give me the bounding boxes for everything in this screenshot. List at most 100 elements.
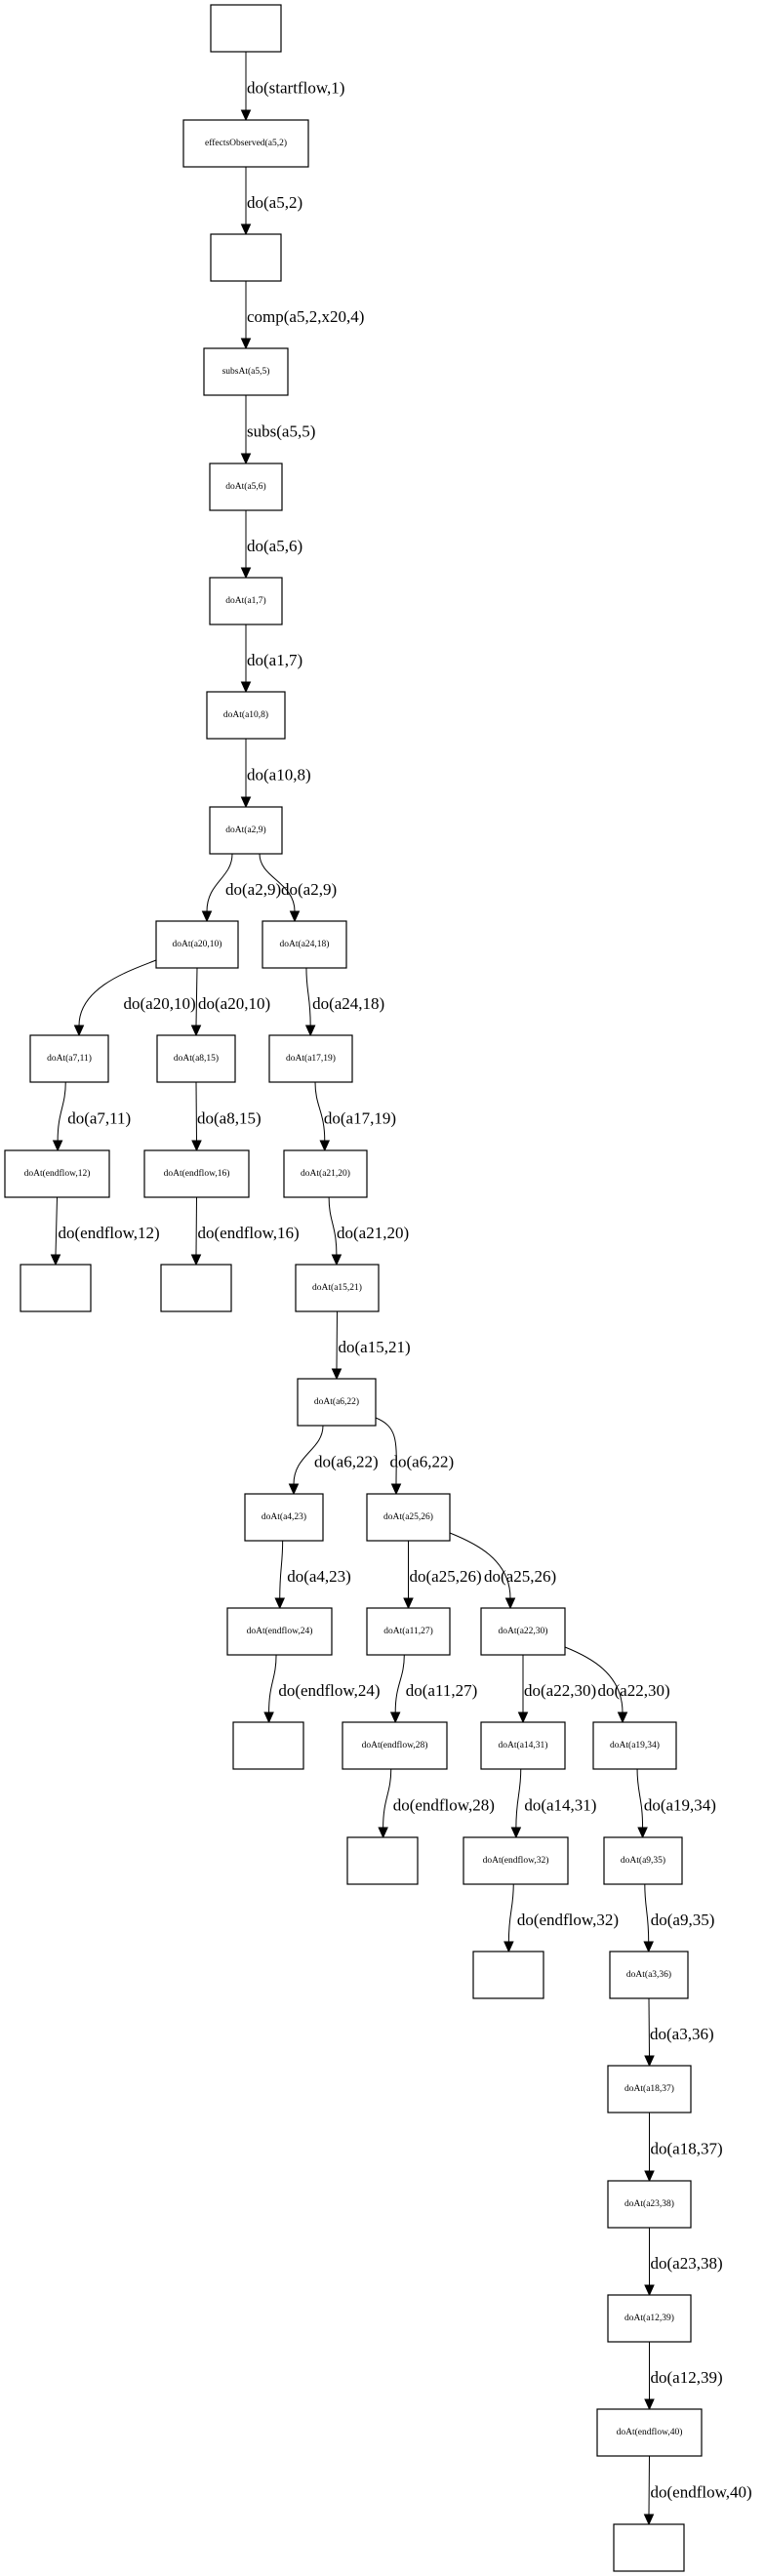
edge-label: do(a24,18)	[312, 994, 384, 1013]
arrowhead-icon	[390, 1483, 402, 1496]
node-box	[609, 1951, 689, 1999]
arrowhead-icon	[644, 2398, 655, 2411]
node-empty-state	[232, 1721, 304, 1770]
node-label: doAt(endflow,24)	[247, 1626, 313, 1636]
arrowhead-icon	[331, 1368, 342, 1381]
edge-do-a17-19: do(a17,19)	[314, 1081, 396, 1152]
node-doat-endflow-28: doAt(endflow,28)	[342, 1721, 448, 1770]
edge-line	[55, 1196, 58, 1256]
node-box	[203, 347, 289, 396]
edge-line	[293, 1425, 324, 1485]
edge-do-a14-31: do(a14,31)	[510, 1768, 596, 1839]
node-label: doAt(a14,31)	[499, 1740, 548, 1751]
node-box	[607, 2294, 692, 2343]
node-box	[472, 1951, 544, 1999]
edge-line	[375, 1417, 397, 1485]
edge-line	[564, 1646, 624, 1713]
node-label: doAt(a12,39)	[624, 2313, 674, 2323]
edge-line	[195, 967, 198, 1026]
edge-line	[636, 1768, 644, 1829]
node-box	[210, 4, 282, 53]
arrowhead-icon	[510, 1827, 522, 1839]
edge-do-a2-9: do(a2,9)	[201, 853, 281, 923]
edge-do-a20-10: do(a20,10)	[73, 959, 196, 1037]
edge-label: do(a18,37)	[651, 2140, 723, 2158]
node-box	[592, 1721, 677, 1770]
edge-line	[78, 959, 157, 1026]
node-box	[29, 1034, 109, 1083]
node-box	[603, 1836, 683, 1885]
node-label: doAt(a7,11)	[47, 1053, 92, 1064]
node-doat-a15-21: doAt(a15,21)	[295, 1264, 380, 1312]
node-box	[480, 1721, 566, 1770]
edge-line	[515, 1768, 522, 1829]
edge-label: do(a4,23)	[287, 1567, 351, 1586]
node-doat-a24-18: doAt(a24,18)	[262, 920, 347, 969]
edge-label: do(a21,20)	[337, 1224, 409, 1242]
edge-do-a2-9: do(a2,9)	[259, 853, 337, 923]
edge-label: do(endflow,40)	[651, 2483, 752, 2502]
edge-do-endflow-24: do(endflow,24)	[263, 1654, 381, 1724]
node-box	[206, 691, 286, 740]
edge-label: do(a1,7)	[247, 651, 302, 669]
arrowhead-icon	[304, 1025, 316, 1037]
arrowhead-icon	[73, 1025, 85, 1037]
edge-do-a19-34: do(a19,34)	[636, 1768, 716, 1839]
edge-label: do(a25,26)	[484, 1567, 556, 1586]
edge-do-a22-30: do(a22,30)	[517, 1655, 596, 1724]
edge-label: do(a6,22)	[390, 1453, 455, 1471]
edge-label: do(endflow,24)	[278, 1681, 380, 1700]
arrowhead-icon	[52, 1140, 63, 1152]
node-box	[366, 1607, 451, 1656]
edge-line	[648, 2455, 650, 2516]
edge-do-a15-21: do(a15,21)	[331, 1310, 411, 1381]
edge-label: do(endflow,32)	[517, 1911, 619, 1929]
node-label: doAt(a6,22)	[314, 1396, 359, 1407]
edge-label: do(a22,30)	[524, 1681, 596, 1700]
node-label: doAt(a25,26)	[383, 1511, 433, 1522]
edge-label: do(a5,6)	[247, 537, 302, 555]
node-doat-a4-23: doAt(a4,23)	[244, 1493, 324, 1542]
edge-do-a25-26: do(a25,26)	[449, 1532, 556, 1610]
node-doat-endflow-40: doAt(endflow,40)	[596, 2408, 703, 2457]
nodes-layer: effectsObserved(a5,2)subsAt(a5,5)doAt(a5…	[4, 4, 703, 2572]
node-label: doAt(endflow,40)	[617, 2427, 683, 2437]
edge-do-a23-38: do(a23,38)	[644, 2228, 723, 2297]
node-empty-state	[613, 2523, 685, 2572]
edge-do-endflow-12: do(endflow,12)	[50, 1196, 160, 1267]
node-label: subsAt(a5,5)	[222, 366, 270, 377]
edge-line	[648, 1997, 650, 2057]
arrowhead-icon	[403, 1597, 414, 1610]
node-label: doAt(a4,23)	[262, 1511, 306, 1522]
arrowhead-icon	[240, 453, 252, 465]
node-doat-a18-37: doAt(a18,37)	[607, 2065, 692, 2113]
edge-label: do(a25,26)	[410, 1567, 482, 1586]
edge-line	[195, 1081, 197, 1142]
edge-do-endflow-32: do(endflow,32)	[503, 1883, 619, 1953]
edge-do-a6-22: do(a6,22)	[288, 1425, 379, 1496]
node-effectsobserved-a5-2: effectsObserved(a5,2)	[182, 119, 309, 168]
node-doat-a23-38: doAt(a23,38)	[607, 2180, 692, 2229]
edge-do-a21-20: do(a21,20)	[328, 1196, 409, 1267]
node-label: doAt(a10,8)	[223, 709, 268, 720]
node-doat-a19-34: doAt(a19,34)	[592, 1721, 677, 1770]
node-box	[607, 2065, 692, 2113]
node-label: effectsObserved(a5,2)	[205, 138, 287, 148]
node-doat-a8-15: doAt(a8,15)	[156, 1034, 236, 1083]
arrowhead-icon	[240, 109, 252, 122]
arrowhead-icon	[191, 1140, 202, 1152]
edge-label: do(a20,10)	[198, 994, 270, 1013]
node-box	[155, 920, 239, 969]
node-box	[226, 1607, 333, 1656]
edge-line	[314, 1081, 326, 1142]
node-box	[156, 1034, 236, 1083]
node-box	[607, 2180, 692, 2229]
node-box	[160, 1264, 232, 1312]
edge-label: do(a22,30)	[598, 1681, 670, 1700]
edge-line	[206, 853, 233, 912]
edge-label: do(a12,39)	[651, 2368, 723, 2387]
node-box	[268, 1034, 353, 1083]
node-label: doAt(endflow,16)	[164, 1168, 230, 1179]
arrowhead-icon	[644, 2055, 655, 2068]
edge-label: do(a6,22)	[314, 1453, 379, 1471]
